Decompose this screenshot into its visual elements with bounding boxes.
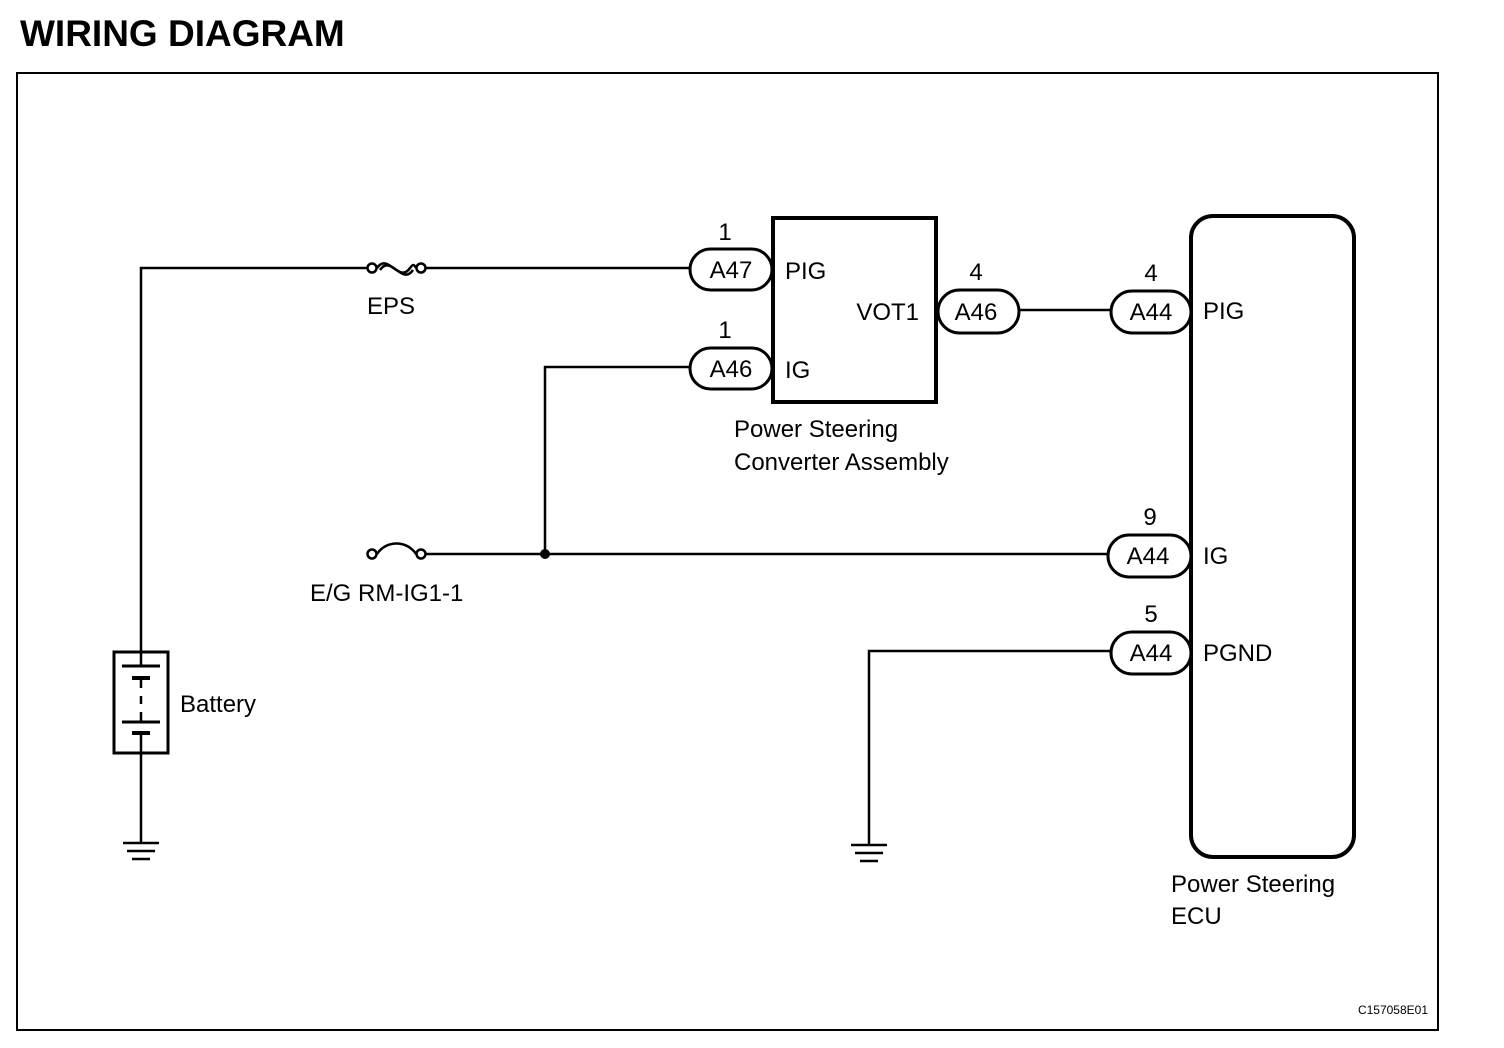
- ecu-box: [1189, 214, 1356, 859]
- connector-a44-ecu-pig: A44 4: [1109, 260, 1193, 335]
- converter-terminal-vot1: VOT1: [856, 299, 919, 326]
- fuse-eg-rm-ig1-icon: [366, 542, 427, 560]
- connector-a46-converter-ig: A46 1: [688, 317, 774, 391]
- converter-terminal-ig: IG: [785, 357, 810, 384]
- wire-branch-to-converter-ig: [543, 365, 692, 554]
- fuse-eps-label: EPS: [367, 293, 415, 320]
- connector-pin: 1: [718, 317, 731, 344]
- connector-pin: 4: [1144, 260, 1157, 287]
- ecu-name-line2: ECU: [1171, 903, 1222, 930]
- converter-terminal-pig: PIG: [785, 258, 826, 285]
- converter-name-line1: Power Steering: [734, 416, 898, 443]
- ecu-terminal-pig: PIG: [1203, 298, 1244, 325]
- figure-code: C157058E01: [1358, 1003, 1428, 1017]
- ecu-name-line1: Power Steering: [1171, 871, 1335, 898]
- connector-id: A46: [955, 299, 998, 326]
- wire-battery-positive: [139, 266, 367, 651]
- connector-id: A44: [1127, 543, 1170, 570]
- converter-name-line2: Converter Assembly: [734, 449, 949, 476]
- connector-pin: 5: [1144, 601, 1157, 628]
- connector-id: A46: [710, 356, 753, 383]
- connector-id: A44: [1130, 299, 1173, 326]
- ecu-terminal-ig: IG: [1203, 543, 1228, 570]
- connector-pin: 1: [718, 219, 731, 246]
- connector-id: A44: [1130, 640, 1173, 667]
- fuse-eg-rm-ig1-label: E/G RM-IG1-1: [310, 580, 463, 607]
- wire-pgnd-to-ground: [867, 649, 1112, 844]
- connector-pin: 9: [1143, 504, 1156, 531]
- connector-a44-ecu-pgnd: A44 5: [1109, 601, 1193, 676]
- connector-a44-ecu-ig: A44 9: [1106, 504, 1193, 579]
- junction-dot: [540, 549, 550, 559]
- converter-assembly-box: [771, 216, 938, 404]
- ecu-terminal-pgnd: PGND: [1203, 640, 1272, 667]
- diagram-title: WIRING DIAGRAM: [20, 13, 345, 54]
- connector-pin: 4: [969, 259, 982, 286]
- connector-id: A47: [710, 257, 753, 284]
- battery-label: Battery: [180, 691, 256, 718]
- fuse-eps-icon: [366, 262, 427, 276]
- connector-a46-converter-vot1: A46 4: [936, 259, 1021, 335]
- diagram-frame: [16, 72, 1439, 1031]
- battery-icon: [112, 650, 170, 755]
- ground-left-icon: [123, 841, 159, 861]
- ground-right-icon: [851, 843, 887, 863]
- connector-a47-converter-pig: A47 1: [688, 219, 774, 292]
